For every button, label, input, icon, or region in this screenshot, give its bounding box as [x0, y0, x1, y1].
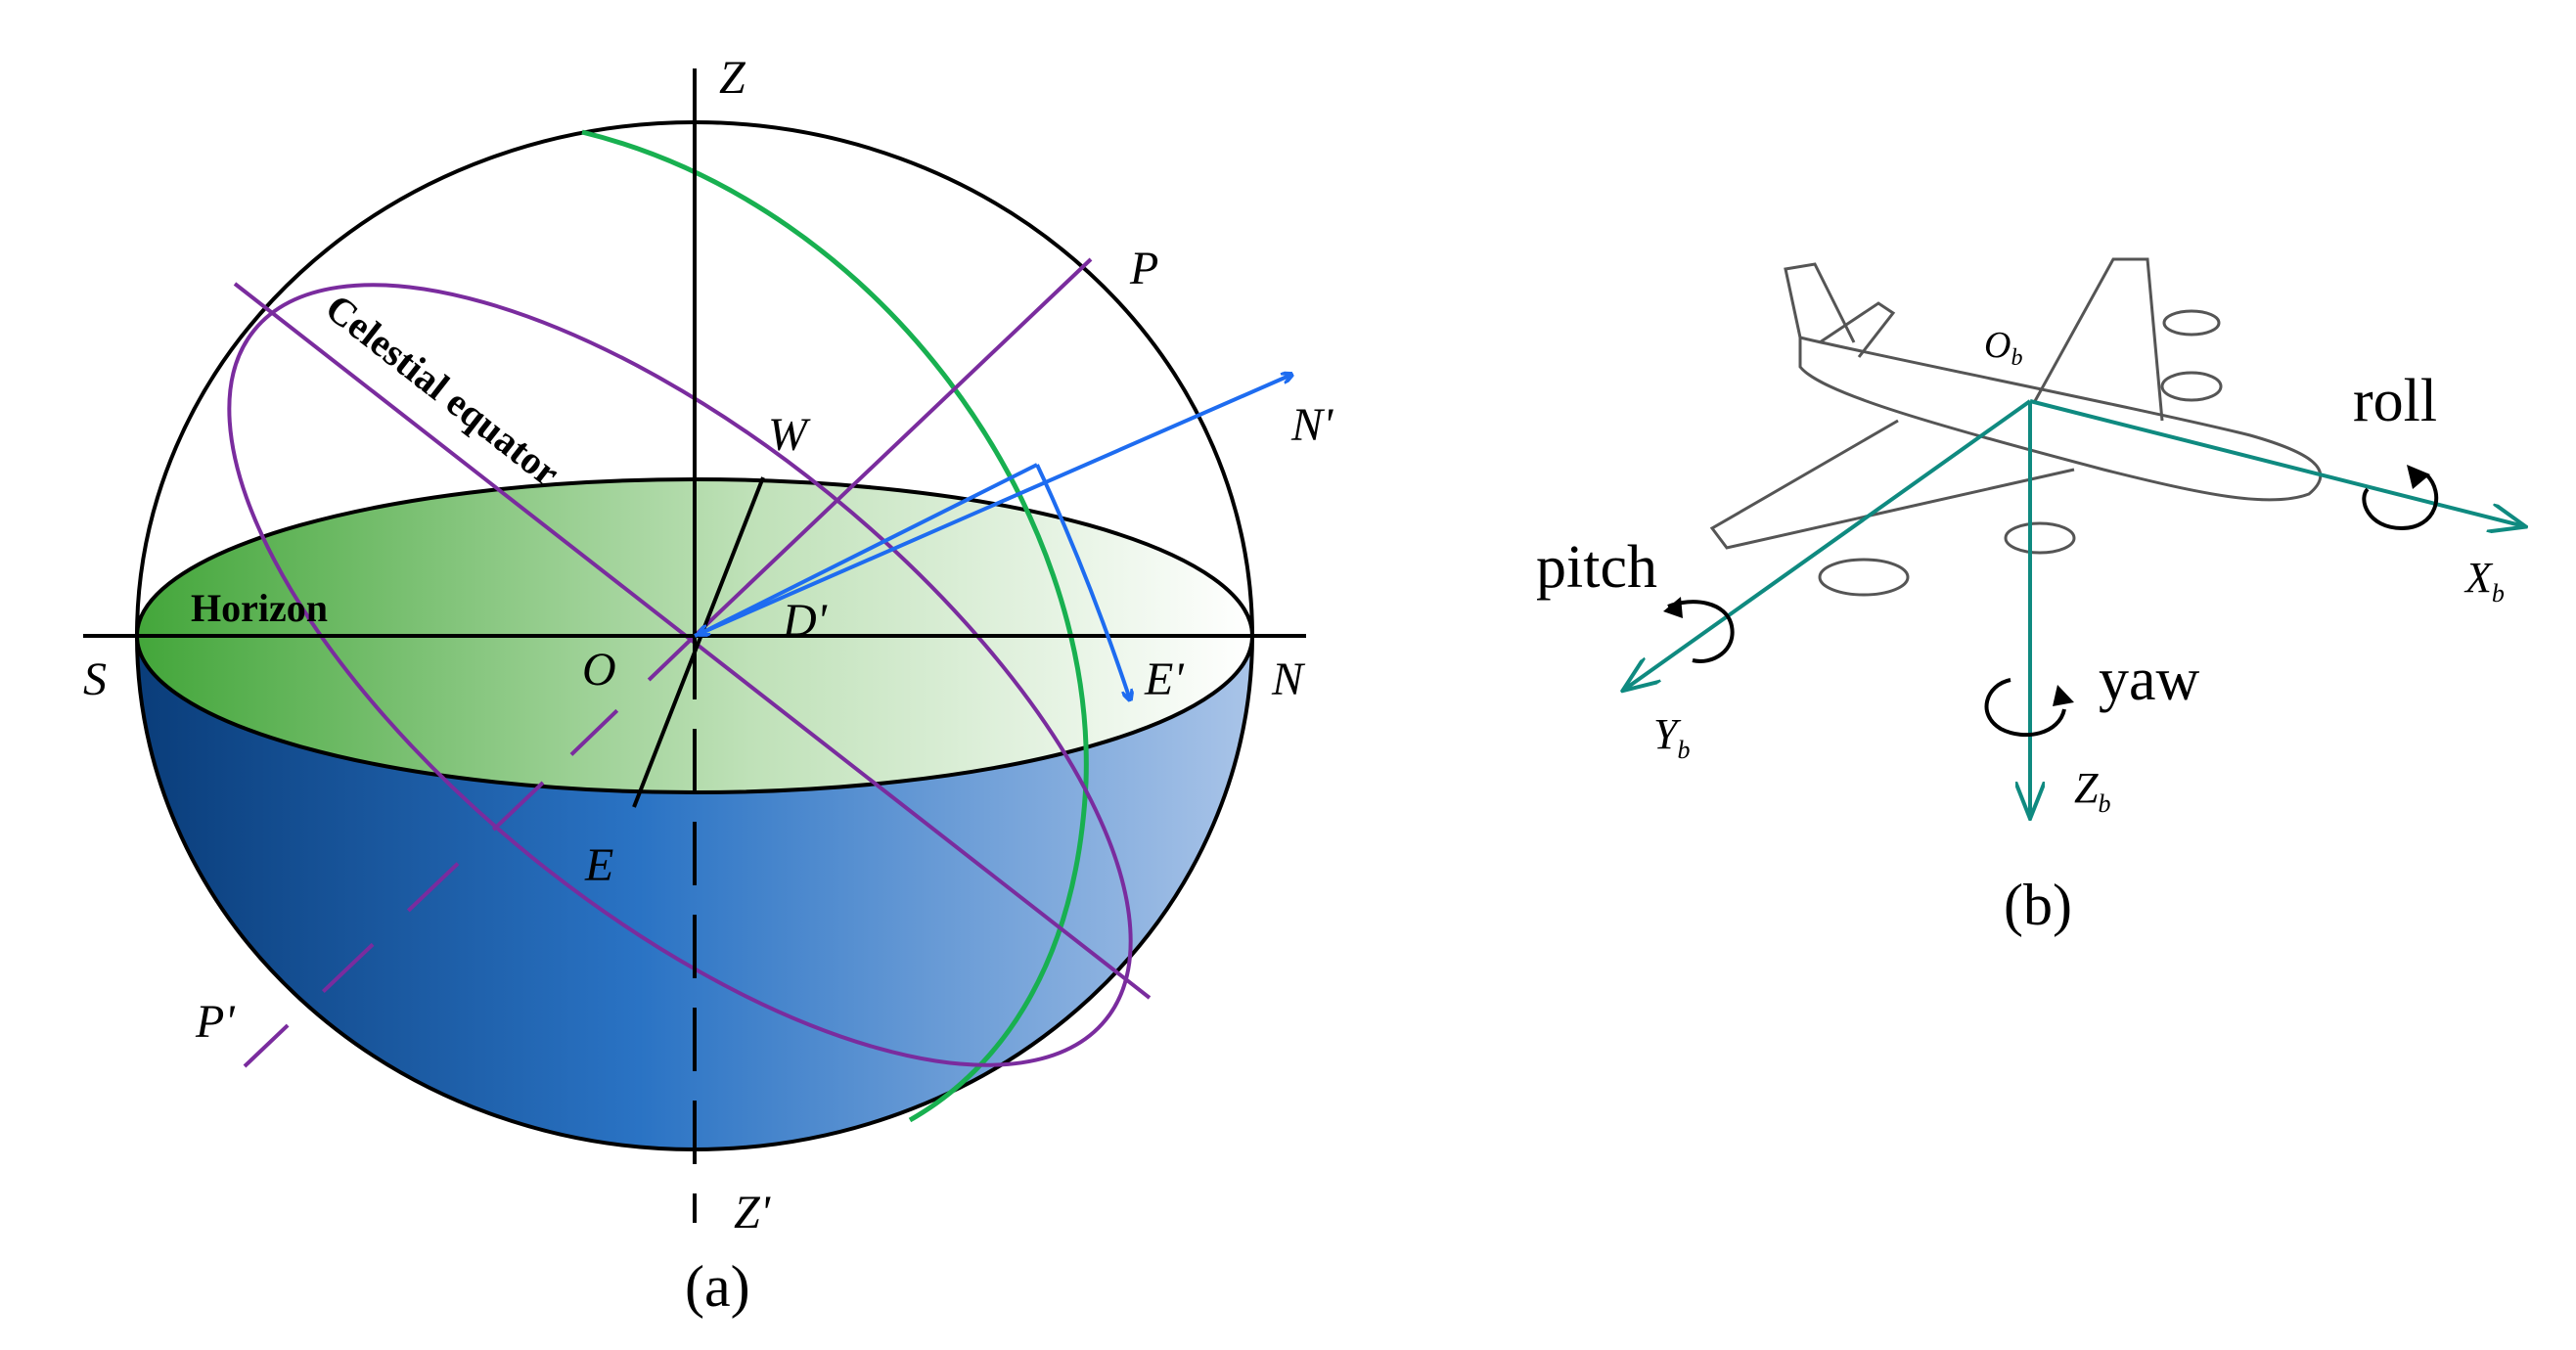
- tail-fin: [1784, 262, 1856, 343]
- roll-rotation-icon: [2362, 472, 2439, 531]
- label-east-prime: E': [1144, 653, 1184, 705]
- label-north: N: [1271, 653, 1306, 705]
- panel-a-celestial-sphere: Z Z' P P' W E O S N N' E' D' Horizon Cel…: [83, 52, 1333, 1319]
- vector-d-prime: [700, 463, 1038, 634]
- vector-e-prime: [1035, 464, 1130, 699]
- polar-axis-upper: [693, 257, 1093, 638]
- pitch-rotation-icon: [1667, 600, 1735, 663]
- polar-axis-lower: [561, 634, 697, 765]
- label-pole: P: [1129, 243, 1158, 294]
- label-d-prime: D': [782, 595, 828, 647]
- yaw-rotation-icon: [1984, 678, 2066, 738]
- celestial-equator-circle: [227, 283, 1133, 1067]
- meridian-circle: [581, 129, 1089, 1123]
- label-origin-b: Ob: [1984, 325, 2022, 371]
- panel-b-aircraft-axes: Ob Xb Yb Zb roll pitch yaw (b): [1536, 257, 2524, 937]
- x-axis-line: [2029, 399, 2524, 526]
- label-horizon: Horizon: [191, 586, 328, 630]
- west-east-line: [632, 476, 765, 808]
- pitch-arrowhead-icon: [1663, 597, 1683, 618]
- engine-4: [2160, 371, 2223, 402]
- label-south: S: [83, 653, 107, 705]
- label-yaw: yaw: [2099, 647, 2200, 713]
- label-origin: O: [582, 644, 616, 696]
- tail-plane: [1819, 301, 1896, 358]
- yaw-arrowhead-icon: [2053, 685, 2074, 706]
- engine-1: [1818, 558, 1910, 597]
- label-nadir: Z': [734, 1187, 771, 1238]
- label-y-axis: Yb: [1653, 710, 1690, 764]
- label-x-axis: Xb: [2463, 554, 2505, 608]
- label-pitch: pitch: [1536, 534, 1657, 601]
- label-north-prime: N': [1290, 399, 1333, 451]
- label-z-axis: Zb: [2074, 764, 2110, 818]
- wing-left: [1709, 419, 2075, 550]
- aircraft-sketch: [1709, 257, 2323, 597]
- vector-n-prime: [694, 375, 1291, 638]
- wing-right: [2033, 257, 2164, 422]
- label-roll: roll: [2353, 368, 2437, 434]
- y-axis-line: [1624, 399, 2032, 690]
- fuselage: [1798, 336, 2323, 502]
- caption-a: (a): [685, 1254, 750, 1319]
- roll-arrowhead-icon: [2407, 465, 2430, 489]
- label-east: E: [584, 839, 613, 891]
- label-west: W: [768, 409, 811, 461]
- caption-b: (b): [2004, 873, 2072, 937]
- engine-2: [2004, 521, 2076, 555]
- engine-3: [2162, 309, 2221, 337]
- label-zenith: Z: [719, 52, 746, 104]
- label-pole-south: P': [195, 996, 235, 1048]
